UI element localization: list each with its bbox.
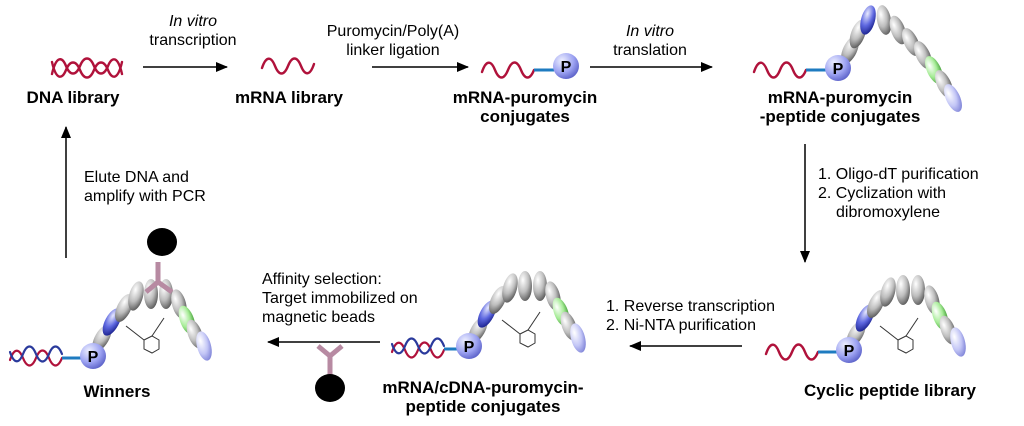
step-affinity-label: Affinity selection: Target immobilized o… (262, 270, 418, 327)
svg-text:P: P (464, 339, 475, 356)
step-affinity-line3: magnetic beads (262, 309, 375, 326)
step-ligation-label: Puromycin/Poly(A) linker ligation (318, 22, 468, 60)
step-purification-label: 1. Oligo-dT purification 2. Cyclization … (818, 165, 979, 222)
step-rt-label: 1. Reverse transcription 2. Ni-NTA purif… (606, 297, 775, 335)
step-affinity-line2: Target immobilized on (262, 290, 418, 307)
step-ligation-line2: linker ligation (346, 42, 440, 59)
mrna-strand-icon (260, 57, 316, 75)
step-translation-label: In vitro translation (605, 22, 695, 60)
step-translation-line2: translation (613, 42, 687, 59)
step-purification-line2: 2. Cyclization with (818, 185, 947, 202)
step-rt-line2: 2. Ni-NTA purification (606, 317, 756, 334)
mrna-puromycin-line1: mRNA-puromycin (452, 88, 598, 107)
step-ligation-line1: Puromycin/Poly(A) (326, 23, 460, 40)
mrna-library-label: mRNA library (234, 88, 343, 107)
step-translation-line1: In vitro (625, 23, 674, 40)
step-affinity-line1: Affinity selection: (262, 271, 382, 288)
dna-library-label: DNA library (26, 88, 120, 107)
mrna-cdna-conjugate-label: mRNA/cDNA-puromycin- peptide conjugates (378, 378, 588, 416)
mrna-puromycin-line2: conjugates (480, 107, 570, 126)
mrna-cdna-line2: peptide conjugates (405, 397, 561, 416)
step-rt-line1: 1. Reverse transcription (606, 298, 775, 315)
mrna-puromycin-peptide-line1: mRNA-puromycin (767, 88, 913, 107)
svg-text:P: P (561, 59, 572, 76)
winners-label: Winners (83, 382, 151, 401)
antibody-on-bead-icon (315, 344, 345, 402)
step-purification-line3: dibromoxylene (836, 204, 941, 221)
cyclic-peptide-icon: P (764, 275, 966, 363)
mrna-puromycin-conjugate-icon: P (480, 53, 579, 79)
svg-text:P: P (88, 349, 99, 366)
svg-text:P: P (844, 343, 855, 360)
mrna-puromycin-peptide-line2: -peptide conjugates (759, 107, 921, 126)
step-purification-line1: 1. Oligo-dT purification (818, 166, 979, 183)
winner-complex-icon: P (8, 228, 212, 369)
mrna-cdna-conjugate-icon: P (390, 271, 586, 359)
mrna-puromycin-peptide-label: mRNA-puromycin -peptide conjugates (745, 88, 935, 126)
mrna-cdna-line1: mRNA/cDNA-puromycin- (382, 378, 584, 397)
step-elute-label: Elute DNA and amplify with PCR (84, 168, 206, 206)
step-elute-line1: Elute DNA and (84, 169, 189, 186)
cyclic-peptide-library-label: Cyclic peptide library (804, 381, 976, 400)
mrna-puromycin-peptide-icon: P (752, 5, 962, 112)
step-transcription-label: In vitro transcription (148, 12, 238, 50)
svg-text:P: P (833, 61, 844, 78)
step-elute-line2: amplify with PCR (84, 188, 206, 205)
step-transcription-line2: transcription (149, 32, 237, 49)
dna-helix-icon (50, 57, 124, 79)
mrna-puromycin-label: mRNA-puromycin conjugates (440, 88, 610, 126)
step-transcription-line1: In vitro (168, 13, 217, 30)
